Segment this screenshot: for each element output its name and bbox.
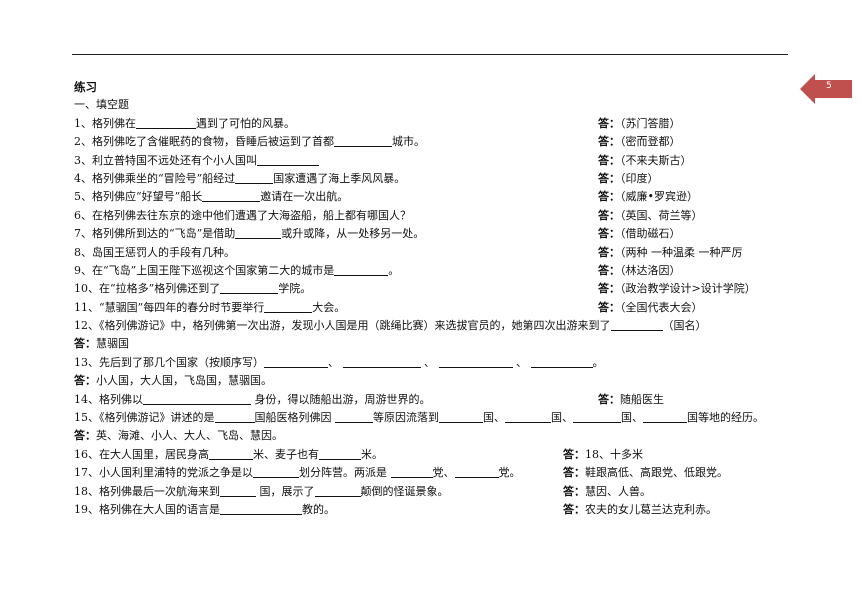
question-9: 9、在“飞岛”上国王陛下巡视这个国家第二大的城市是。答：（林达洛因） <box>74 263 681 277</box>
answer-13: 答：小人国，大人国，飞岛国，慧骃国。 <box>74 374 272 388</box>
header-rule <box>72 54 788 55</box>
question-3: 3、利立普特国不远处还有个小人国叫答：（不来夫斯古） <box>74 153 692 167</box>
page-title: 练习 <box>74 80 97 94</box>
blank <box>202 189 261 203</box>
blank <box>334 263 389 276</box>
page-tab-arrow-icon[interactable] <box>800 74 852 104</box>
exercise-content: 练习 一、填空题 1、格列佛在遇到了可怕的风暴。答：（苏门答腊） 2、格列佛吃了… <box>74 78 790 519</box>
blank <box>505 410 551 424</box>
question-1: 1、格列佛在遇到了可怕的风暴。答：（苏门答腊） <box>74 116 681 130</box>
blank <box>253 465 299 479</box>
page-number: 5 <box>826 81 832 91</box>
question-14: 14、格列佛以 身份，得以随船出游，周游世界的。答：随船医生 <box>74 392 664 406</box>
blank <box>264 355 328 368</box>
answer-15: 答：英、海滩、小人、大人、飞岛、慧因。 <box>74 429 283 443</box>
blank <box>257 153 319 166</box>
blank <box>220 484 256 497</box>
blank <box>143 392 251 405</box>
blank <box>235 226 282 240</box>
blank <box>214 410 255 424</box>
blank <box>439 410 483 424</box>
blank <box>573 410 621 424</box>
question-18: 18、格列佛最后一次航海来到 国，展示了颠倒的怪诞景象。答：慧因、人兽。 <box>74 484 651 498</box>
blank <box>454 465 499 479</box>
question-6: 6、在格列佛去往东京的途中他们遭遇了大海盗船，船上都有哪国人？答：（英国、荷兰等… <box>74 208 703 222</box>
blank <box>136 116 196 129</box>
blank <box>335 410 373 424</box>
question-16: 16、在大人国里，居民身高米、麦子也有米。答：18、十多米 <box>74 447 643 461</box>
blank <box>264 300 313 313</box>
question-19: 19、格列佛在大人国的语言是教的。答：农夫的女儿葛兰达克利赤。 <box>74 502 717 516</box>
question-7: 7、格列佛所到达的“飞岛”是借助或升或降，从一处移另一处。答：（借助磁石） <box>74 226 681 241</box>
question-15: 15、《格列佛游记》讲述的是国船医格列佛因 等原因流落到国、国、国、国等地的经历… <box>74 410 764 425</box>
answer-12: 答：慧骃国 <box>74 337 129 351</box>
question-12: 12、《格列佛游记》中，格列佛第一次出游，发现小人国是用（跳绳比赛）来选拔官员的… <box>74 318 707 333</box>
question-2: 2、格列佛吃了含催眠药的食物，昏睡后被运到了首都城市。答：（密而登都） <box>74 134 681 149</box>
blank <box>334 134 392 148</box>
question-4: 4、格列佛乘坐的“冒险号”船经过国家遭遇了海上季风风暴。答：（印度） <box>74 171 659 185</box>
blank <box>643 410 687 424</box>
question-13: 13、先后到了那几个国家（按顺序写）、 、 、 。 <box>74 355 604 369</box>
question-10: 10、在“拉格多”格列佛还到了学院。答：（政治教学设计>设计学院） <box>74 281 756 296</box>
question-5: 5、格列佛应“好望号”船长邀请在一次出航。答：（威廉•罗宾逊） <box>74 189 698 204</box>
blank <box>314 484 361 497</box>
blank <box>342 355 421 368</box>
blank <box>390 465 433 479</box>
question-8: 8、岛国王惩罚人的手段有几种。答：（两种 一种温柔 一种严厉 <box>74 245 743 259</box>
blank <box>220 502 302 515</box>
question-17: 17、小人国利里浦特的党派之争是以划分阵营。两派是 党、党。答：鞋跟高低、高跟党… <box>74 465 728 480</box>
blank <box>319 447 361 460</box>
question-11: 11、“慧骃国”每四年的春分时节要举行大会。答：（全国代表大会） <box>74 300 703 314</box>
blank <box>610 318 663 332</box>
blank <box>220 281 279 295</box>
section-heading: 一、填空题 <box>74 98 129 112</box>
blank <box>209 447 253 460</box>
blank <box>235 171 274 184</box>
blank <box>438 355 513 368</box>
blank <box>530 355 593 368</box>
